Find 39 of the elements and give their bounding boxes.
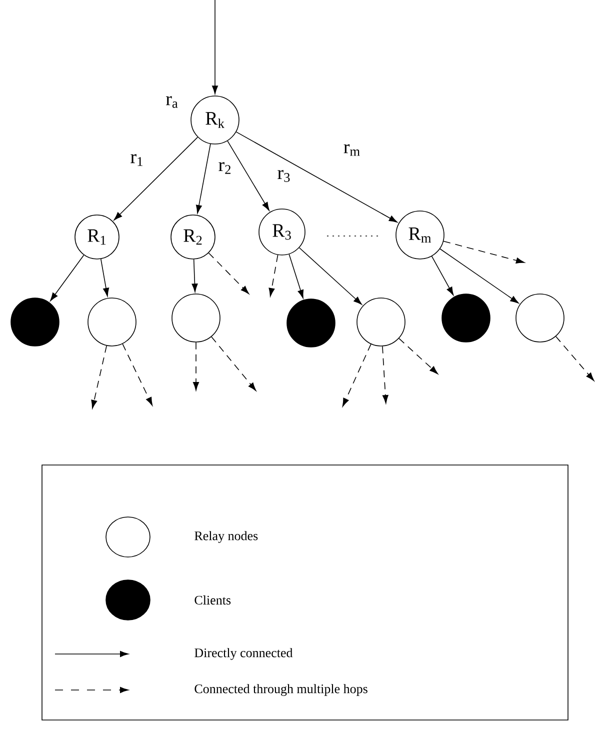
legend-text: Relay nodes	[194, 531, 258, 543]
arrow	[382, 346, 388, 404]
relay-circle	[356, 298, 406, 346]
arrow	[192, 258, 198, 292]
arrow	[288, 254, 304, 298]
legend-text: Directly connected	[194, 648, 293, 660]
arrow	[208, 252, 250, 294]
arrow	[122, 344, 153, 406]
arrow	[440, 248, 519, 304]
client-circle	[286, 298, 336, 348]
client-circle	[442, 294, 490, 342]
relay-circle	[172, 294, 220, 342]
arrow	[100, 258, 110, 296]
arrow	[342, 344, 372, 407]
edge-label: r$_{1}$	[129, 153, 145, 167]
arrow	[211, 336, 256, 391]
client-circle	[10, 298, 60, 346]
legend-text: Clients	[194, 595, 231, 605]
arrow	[227, 140, 270, 211]
arrow	[50, 254, 84, 302]
arrow	[443, 240, 525, 264]
arrow	[236, 132, 398, 223]
arrow	[398, 338, 438, 374]
edge-label: r$_{a}$	[164, 95, 180, 109]
relay-circle	[516, 294, 564, 342]
arrow	[431, 256, 454, 296]
relay-circle	[88, 298, 136, 346]
arrow	[114, 136, 198, 220]
arrow	[91, 345, 107, 409]
arrow	[193, 342, 199, 390]
arrow	[212, 0, 218, 94]
arrow	[556, 336, 594, 381]
arrow	[298, 247, 362, 305]
legend-text: Connected through multiple hops	[194, 684, 368, 696]
arrow	[268, 254, 278, 297]
edge-label: r$_{2}$	[217, 161, 233, 175]
edge-label: r$_{m}$	[342, 143, 362, 157]
edge-label: r$_{3}$	[276, 169, 292, 183]
arrow	[196, 144, 211, 214]
